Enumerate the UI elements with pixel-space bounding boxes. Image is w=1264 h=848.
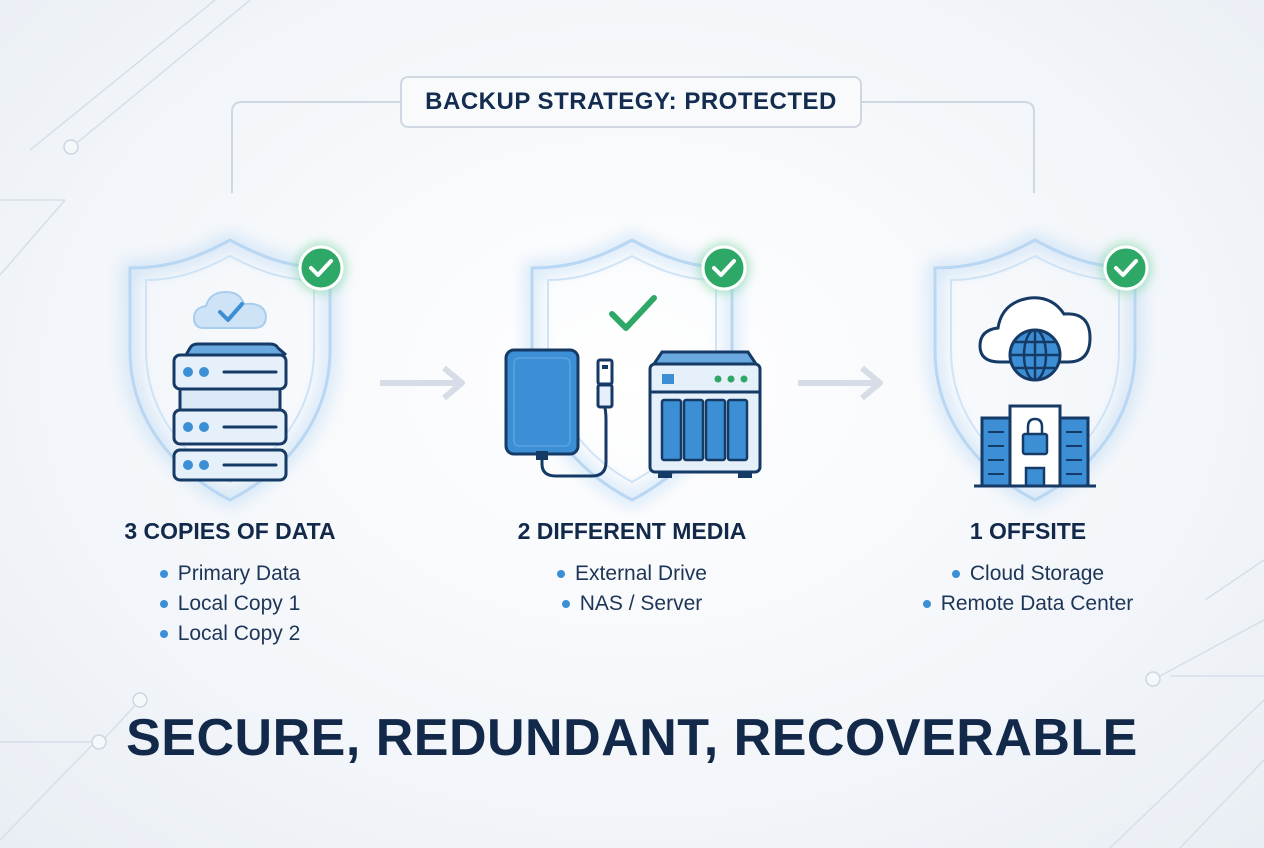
list-item: Local Copy 2 (70, 619, 390, 649)
offsite-column: 1 OFFSITE Cloud Storage Remote Data Cent… (868, 518, 1188, 619)
list-item-label: Cloud Storage (969, 562, 1105, 585)
list-item-label: Local Copy 2 (177, 622, 301, 645)
cloud-globe-icon (978, 296, 1092, 382)
bullet-dot (557, 570, 566, 578)
copies-list: Primary Data Local Copy 1 Local Copy 2 (70, 559, 390, 649)
bullet-dot (922, 600, 931, 608)
server-stack-icon (172, 342, 288, 482)
check-badge-icon (698, 242, 750, 294)
tagline: SECURE, REDUNDANT, RECOVERABLE (126, 709, 1138, 767)
nas-server-icon (648, 350, 762, 478)
list-item: Remote Data Center (868, 589, 1188, 619)
arrow-right-icon (380, 365, 465, 401)
list-item-label: NAS / Server (579, 592, 703, 615)
media-list: External Drive NAS / Server (472, 559, 792, 619)
bullet-dot (159, 600, 168, 608)
list-item: Primary Data (70, 559, 390, 589)
arrow-right-icon (798, 365, 883, 401)
media-heading: 2 DIFFERENT MEDIA (517, 518, 747, 544)
list-item: NAS / Server (472, 589, 792, 619)
secure-datacenter-icon (974, 404, 1096, 488)
offsite-heading: 1 OFFSITE (969, 518, 1087, 544)
list-item: Local Copy 1 (70, 589, 390, 619)
strategy-title: BACKUP STRATEGY: PROTECTED (425, 88, 837, 115)
check-badge-icon (295, 242, 347, 294)
list-item-label: Local Copy 1 (177, 592, 301, 615)
list-item-label: Remote Data Center (940, 592, 1134, 615)
copies-column: 3 COPIES OF DATA Primary Data Local Copy… (70, 518, 390, 649)
check-badge-icon (1100, 242, 1152, 294)
cloud-check-icon (192, 290, 268, 329)
bullet-dot (159, 630, 168, 638)
bullet-dot (159, 570, 168, 578)
list-item-label: External Drive (575, 562, 707, 585)
strategy-title-box: BACKUP STRATEGY: PROTECTED (400, 76, 862, 128)
checkmark-icon (609, 295, 657, 331)
bullet-dot (951, 570, 960, 578)
bullet-dot (561, 600, 570, 608)
media-column: 2 DIFFERENT MEDIA External Drive NAS / S… (472, 518, 792, 619)
copies-heading: 3 COPIES OF DATA (124, 518, 336, 544)
list-item-label: Primary Data (177, 562, 301, 585)
external-drive-icon (504, 348, 614, 478)
list-item: External Drive (472, 559, 792, 589)
list-item: Cloud Storage (868, 559, 1188, 589)
offsite-list: Cloud Storage Remote Data Center (868, 559, 1188, 619)
